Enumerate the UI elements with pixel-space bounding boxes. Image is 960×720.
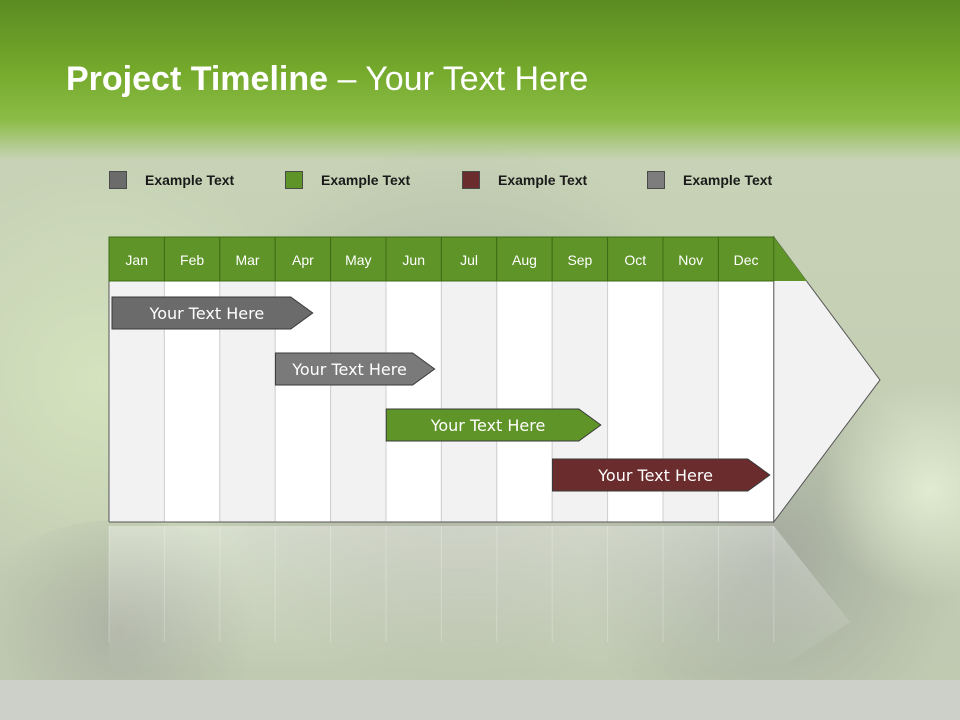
month-header-cell [274,236,332,282]
title-rest: – Your Text Here [328,60,589,98]
task-label: Your Text Here [430,416,546,435]
legend-swatch-1 [109,171,127,189]
legend-swatch-2 [285,171,303,189]
timeline-reflection [108,526,850,672]
month-column [496,280,553,523]
slide-title: Project Timeline – Your Text Here [66,60,588,99]
legend-item-4: Example Text [647,170,772,190]
month-header-cell [717,236,775,282]
month-header-cell [551,236,609,282]
month-header-cell [330,236,387,282]
month-header-cell [108,236,165,282]
month-label: Aug [512,252,537,268]
month-label: Jul [460,252,478,268]
reflection-shape [109,526,850,672]
legend-label-3: Example Text [498,172,588,188]
month-label: Jan [125,252,148,268]
task-label: Your Text Here [291,360,407,379]
task-label: Your Text Here [149,304,265,323]
month-column [440,280,498,523]
month-label: Feb [180,252,204,268]
title-bar: Project Timeline – Your Text Here [0,0,960,160]
month-label: May [345,252,371,268]
legend-label-1: Example Text [145,172,235,188]
month-column [330,280,387,523]
month-label: Nov [678,252,703,268]
timeline-arrowhead [773,235,881,524]
task-arrow [274,352,436,386]
arrowhead-header-cap [773,237,807,281]
footer-band [0,680,960,720]
legend-item-3: Example Text [462,170,587,190]
month-label: Dec [734,252,759,268]
month-label: Oct [624,252,646,268]
month-header-cell [440,236,498,282]
month-header-cell [607,236,664,282]
month-header-cell [496,236,553,282]
legend-label-2: Example Text [321,172,411,188]
legend-item-1: Example Text [109,170,234,190]
month-header-cell [662,236,719,282]
month-label: Sep [567,252,592,268]
arrowhead-shape [773,235,881,524]
month-header-cell [385,236,442,282]
month-label: Apr [292,252,314,268]
task-arrow [111,296,314,330]
month-header: Jan Feb Mar Apr May Jun Jul Aug Sep Oct Nov Dec [108,236,775,282]
legend-item-2: Example Text [285,170,410,190]
month-header-cell [219,236,276,282]
legend-swatch-3 [462,171,480,189]
title-bold: Project Timeline [66,60,329,98]
task-arrow [551,458,771,492]
task-arrow [385,408,602,442]
month-label: Mar [235,252,259,268]
month-column [385,280,442,523]
task-label: Your Text Here [597,466,713,485]
month-label: Jun [402,252,425,268]
legend-swatch-4 [647,171,665,189]
legend-label-4: Example Text [683,172,773,188]
